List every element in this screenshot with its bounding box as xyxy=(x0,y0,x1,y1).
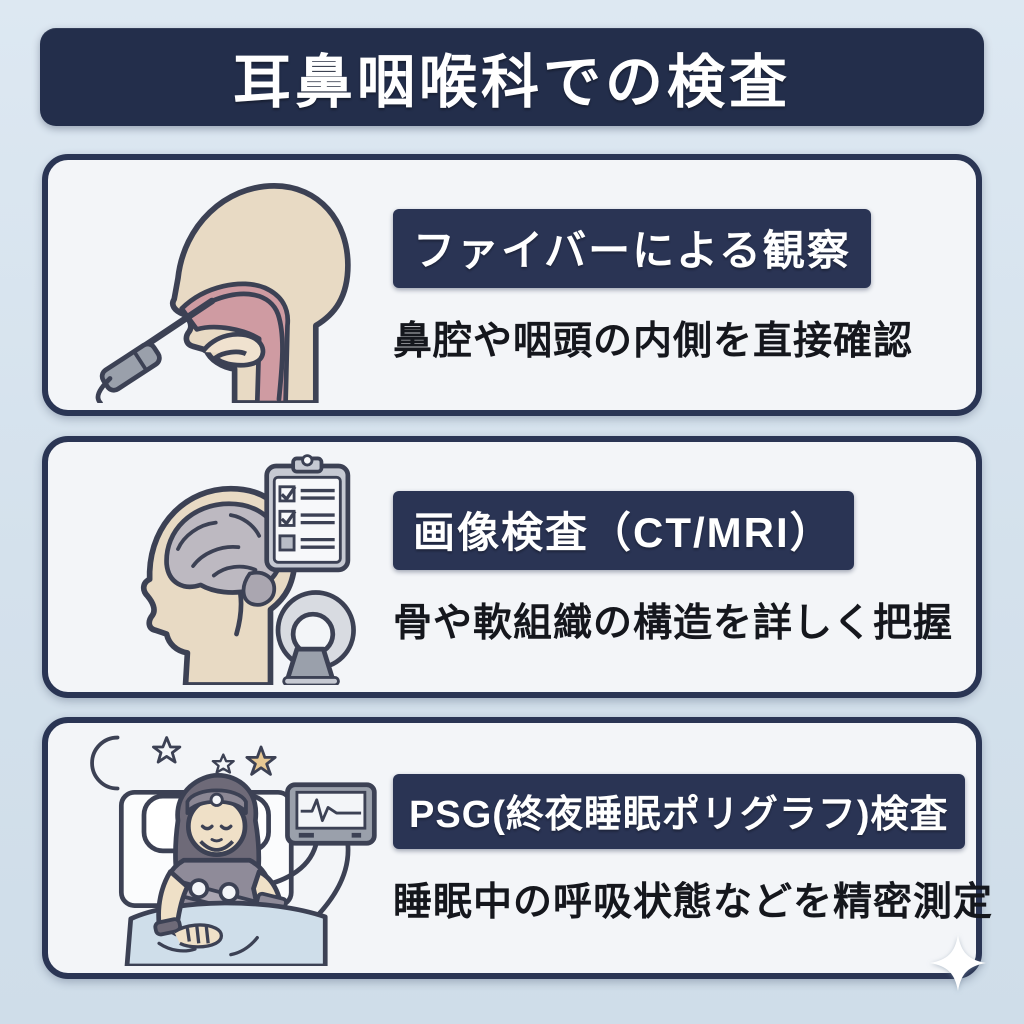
card-title-badge: PSG(終夜睡眠ポリグラフ)検査 xyxy=(393,773,965,849)
psg-illustration xyxy=(48,723,393,973)
checklist-clipboard-icon xyxy=(263,454,350,573)
card-description: 骨や軟組織の構造を詳しく把握 xyxy=(393,601,954,645)
sparkle-icon xyxy=(930,935,986,991)
star-small-icon xyxy=(211,753,235,774)
header-band: 耳鼻咽喉科での検査 xyxy=(40,28,984,126)
brain-head-checklist-ct-icon xyxy=(140,454,356,685)
moon-icon xyxy=(89,735,119,791)
card-title-badge: 画像検査（CT/MRI） xyxy=(393,490,854,570)
endoscope-head-profile-icon xyxy=(95,183,351,403)
card-description: 鼻腔や咽頭の内側を直接確認 xyxy=(393,319,914,363)
star-filled-icon xyxy=(244,745,277,776)
ct-scanner-icon xyxy=(275,590,356,685)
head-sensor-band xyxy=(185,788,248,815)
fiberscope-illustration xyxy=(48,160,393,410)
sleeping-patient-monitor-icon xyxy=(89,735,377,966)
card-imaging: 画像検査（CT/MRI） 骨や軟組織の構造を詳しく把握 xyxy=(42,436,982,698)
card-title-badge: ファイバーによる観察 xyxy=(393,208,871,288)
hand xyxy=(172,923,223,949)
imaging-illustration xyxy=(48,442,393,692)
page-title: 耳鼻咽喉科での検査 xyxy=(232,50,791,115)
card-description: 睡眠中の呼吸状態などを精密測定 xyxy=(393,880,994,924)
card-psg: PSG(終夜睡眠ポリグラフ)検査 睡眠中の呼吸状態などを精密測定 xyxy=(42,717,992,991)
star-outline-icon xyxy=(151,736,181,764)
card-fiberscope: ファイバーによる観察 鼻腔や咽頭の内側を直接確認 xyxy=(42,154,982,416)
